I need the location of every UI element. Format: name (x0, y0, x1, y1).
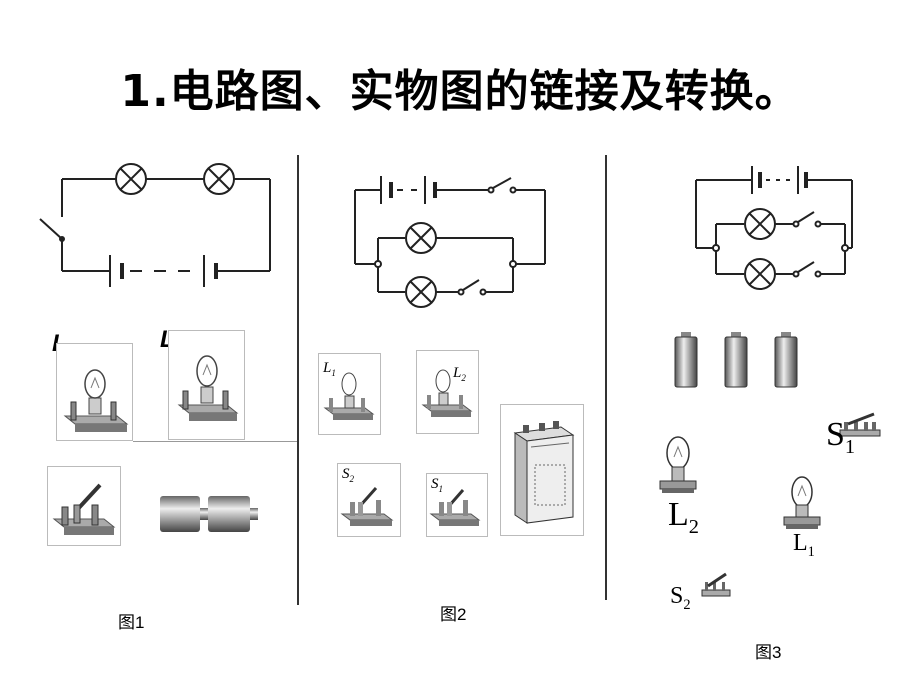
figure1-separator (133, 441, 297, 442)
figure3-battery-cells (674, 332, 798, 388)
figure3-switch-s2-icon (701, 572, 731, 597)
battery-icon (674, 332, 698, 388)
figure3-caption: 图3 (755, 643, 782, 662)
figure3-label-s1: S1 (826, 416, 856, 458)
light-bulb-icon (323, 372, 375, 420)
knife-switch-icon (429, 489, 481, 526)
divider-left (297, 155, 299, 605)
page-title: 1.电路图、实物图的链接及转换。 (120, 66, 800, 117)
light-bulb-icon (421, 369, 473, 417)
figure2-bulb-l2: L2 (416, 350, 479, 434)
battery-icon (513, 421, 575, 524)
figure3-circuit-diagram (695, 166, 853, 290)
figure3-bulb-l1-icon (783, 476, 821, 529)
figure2-switch-s2: S2 (337, 463, 401, 537)
lamp-icon (115, 163, 147, 195)
figure2-label-l1: L1 (323, 360, 336, 378)
light-bulb-icon (63, 369, 129, 432)
figure3-label-l2: L2 (668, 496, 699, 538)
figure2-label-s1: S1 (431, 476, 443, 494)
figure2-label-s2: S2 (342, 466, 354, 484)
light-bulb-icon (177, 355, 239, 421)
figure1-circuit-diagram (39, 163, 271, 287)
figure1-bulb-l2 (168, 330, 245, 440)
figure3-switch-s1-icon (839, 412, 881, 437)
knife-switch-icon (340, 487, 394, 526)
battery-icon (724, 332, 748, 388)
figure3-bulb-l2-icon (659, 436, 697, 493)
figure3-label-l1: L1 (793, 530, 815, 560)
knife-switch-icon (52, 483, 116, 535)
figure2-bulb-l1: L1 (318, 353, 381, 435)
figure2-circuit-diagram (354, 176, 546, 308)
battery-icon (208, 496, 250, 532)
figure2-label-l2: L2 (453, 365, 466, 383)
figure2-caption: 图2 (440, 605, 467, 624)
battery-icon (774, 332, 798, 388)
figure1-battery-pair (160, 496, 258, 532)
battery-icon (160, 496, 200, 532)
figure1-switch (47, 466, 121, 546)
figure1-caption: 图1 (118, 613, 145, 632)
figure3-label-s2: S2 (670, 583, 691, 613)
figure2-switch-s1: S1 (426, 473, 488, 537)
divider-right (605, 155, 607, 600)
lamp-icon (203, 163, 235, 195)
figure2-battery-box (500, 404, 584, 536)
figure1-bulb-l1 (56, 343, 133, 441)
